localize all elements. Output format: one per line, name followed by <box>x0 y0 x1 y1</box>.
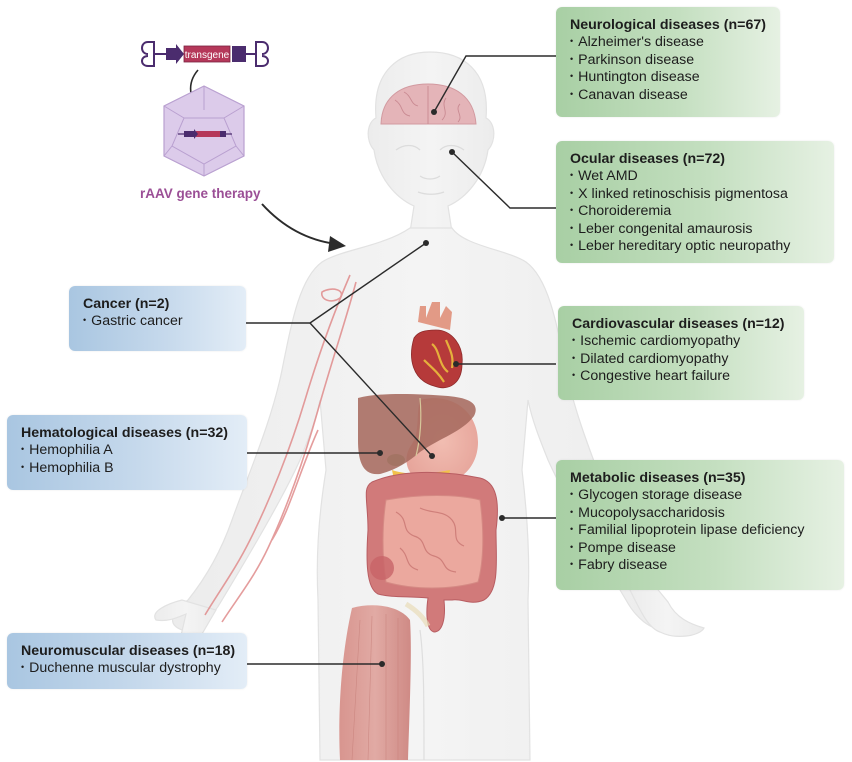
liver-organ <box>358 394 476 475</box>
head-shape <box>367 51 495 233</box>
disease-item: Leber congenital amaurosis <box>570 221 820 239</box>
ocular-diseases-box: Ocular diseases (n=72) Wet AMD X linked … <box>556 141 834 263</box>
groin-shape <box>419 629 425 761</box>
metabolic-diseases-box: Metabolic diseases (n=35) Glycogen stora… <box>556 460 844 590</box>
disease-item: Alzheimer's disease <box>570 34 766 52</box>
disease-list: Wet AMD X linked retinoschisis pigmentos… <box>570 168 820 256</box>
aav-capsid-icon <box>163 85 245 177</box>
disease-list: Alzheimer's disease Parkinson disease Hu… <box>570 34 766 104</box>
cardiovascular-diseases-box: Cardiovascular diseases (n=12) Ischemic … <box>558 306 804 400</box>
face-details <box>395 144 465 195</box>
disease-item: Wet AMD <box>570 168 820 186</box>
heart-organ <box>411 302 463 389</box>
disease-item: Dilated cardiomyopathy <box>572 351 790 369</box>
box-title: Cancer (n=2) <box>83 296 170 312</box>
disease-item: Glycogen storage disease <box>570 487 830 505</box>
disease-item: Ischemic cardiomyopathy <box>572 333 790 351</box>
box-title: Metabolic diseases (n=35) <box>570 470 746 486</box>
box-title: Neuromuscular diseases (n=18) <box>21 643 236 659</box>
box-title: Cardiovascular diseases (n=12) <box>572 316 785 332</box>
disease-item: Huntington disease <box>570 69 766 87</box>
thigh-muscle-organ <box>339 601 431 761</box>
disease-list: Duchenne muscular dystrophy <box>21 660 233 678</box>
delivery-arrow <box>261 203 337 245</box>
disease-item: Pompe disease <box>570 540 830 558</box>
box-title: Neurological diseases (n=67) <box>570 17 766 33</box>
disease-item: Familial lipoprotein lipase deficiency <box>570 522 830 540</box>
disease-list: Gastric cancer <box>83 313 232 331</box>
blood-vessels <box>204 274 357 623</box>
disease-item: Leber hereditary optic neuropathy <box>570 238 820 256</box>
neurological-diseases-box: Neurological diseases (n=67) Alzheimer's… <box>556 7 780 117</box>
disease-item: Canavan disease <box>570 87 766 105</box>
leader-cancer-stomach <box>309 322 433 457</box>
disease-list: Hemophilia A Hemophilia B <box>21 442 233 477</box>
disease-item: X linked retinoschisis pigmentosa <box>570 186 820 204</box>
leader-neurological <box>433 55 556 113</box>
transgene-label: transgene <box>185 50 230 61</box>
disease-item: Mucopolysaccharidosis <box>570 505 830 523</box>
intestines-organ <box>365 471 498 633</box>
disease-item: Duchenne muscular dystrophy <box>21 660 233 678</box>
disease-item: Parkinson disease <box>570 52 766 70</box>
neuromuscular-diseases-box: Neuromuscular diseases (n=18) Duchenne m… <box>7 633 247 689</box>
disease-item: Hemophilia B <box>21 460 233 478</box>
disease-item: Fabry disease <box>570 557 830 575</box>
right-hand-shape <box>629 579 705 637</box>
box-title: Ocular diseases (n=72) <box>570 151 725 167</box>
cancer-box: Cancer (n=2) Gastric cancer <box>69 286 246 351</box>
disease-item: Hemophilia A <box>21 442 233 460</box>
raav-gene-therapy-label: rAAV gene therapy <box>140 186 261 201</box>
leader-ocular <box>451 151 556 209</box>
brain-organ <box>380 83 477 125</box>
box-title: Hematological diseases (n=32) <box>21 425 228 441</box>
leader-lines <box>246 55 556 665</box>
hematological-diseases-box: Hematological diseases (n=32) Hemophilia… <box>7 415 247 490</box>
transgene-bar <box>183 45 231 63</box>
leader-endpoints <box>377 109 505 667</box>
disease-item: Congestive heart failure <box>572 368 790 386</box>
disease-list: Ischemic cardiomyopathy Dilated cardiomy… <box>572 333 790 386</box>
delivery-arrowhead-icon <box>328 236 346 252</box>
disease-list: Glycogen storage disease Mucopolysacchar… <box>570 487 830 575</box>
disease-item: Gastric cancer <box>83 313 232 331</box>
disease-item: Choroideremia <box>570 203 820 221</box>
raav-vector-schematic: transgene <box>141 41 269 67</box>
